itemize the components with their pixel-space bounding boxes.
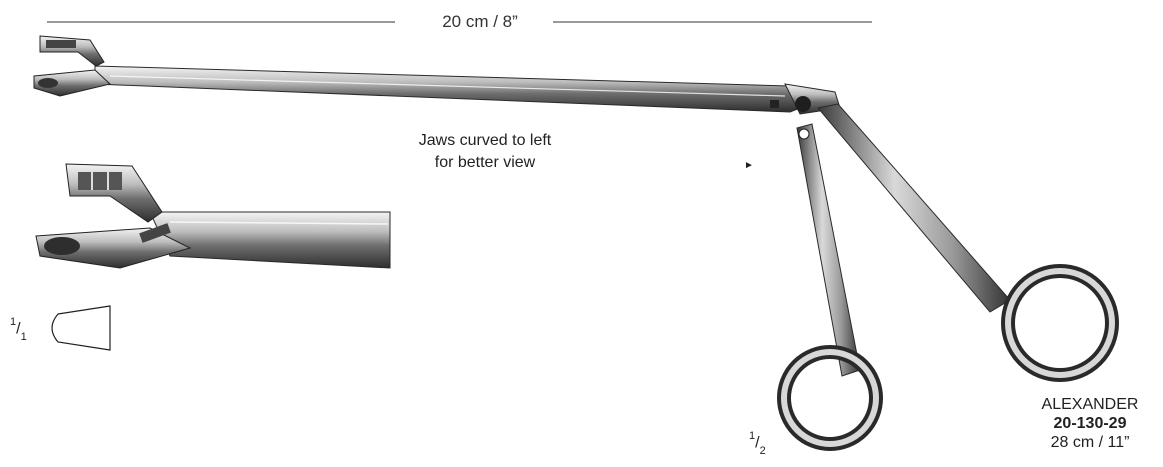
product-size: 28 cm / 11” bbox=[1050, 434, 1130, 451]
jaw-note: Jaws curved to left for better view bbox=[380, 130, 590, 174]
forceps-jaw-tip bbox=[33, 35, 112, 97]
view-scale-denominator: 2 bbox=[759, 444, 766, 457]
pointer-arrow-icon: ► bbox=[744, 160, 754, 171]
tip-profile-shape bbox=[51, 305, 111, 351]
tip-scale-denominator: 1 bbox=[20, 330, 27, 343]
product-name: ALEXANDER bbox=[1041, 396, 1139, 413]
view-scale-numerator: 1 bbox=[749, 430, 756, 442]
forceps-handle-right bbox=[817, 103, 1119, 382]
product-code: 20-130-29 bbox=[1053, 415, 1127, 432]
tip-scale-numerator: 1 bbox=[10, 316, 17, 328]
product-info: ALEXANDER 20-130-29 28 cm / 11” bbox=[1025, 395, 1155, 452]
view-scale-fraction: 1/2 bbox=[749, 430, 766, 457]
forceps-handle-left bbox=[777, 123, 883, 451]
tip-scale-fraction: 1/1 bbox=[10, 316, 27, 343]
jaw-note-line2: for better view bbox=[434, 154, 536, 171]
jaw-detail-enlarged bbox=[35, 163, 391, 269]
scale-length-label: 20 cm / 8” bbox=[442, 12, 518, 31]
jaw-note-line1: Jaws curved to left bbox=[418, 132, 552, 149]
forceps-shaft bbox=[94, 65, 841, 115]
